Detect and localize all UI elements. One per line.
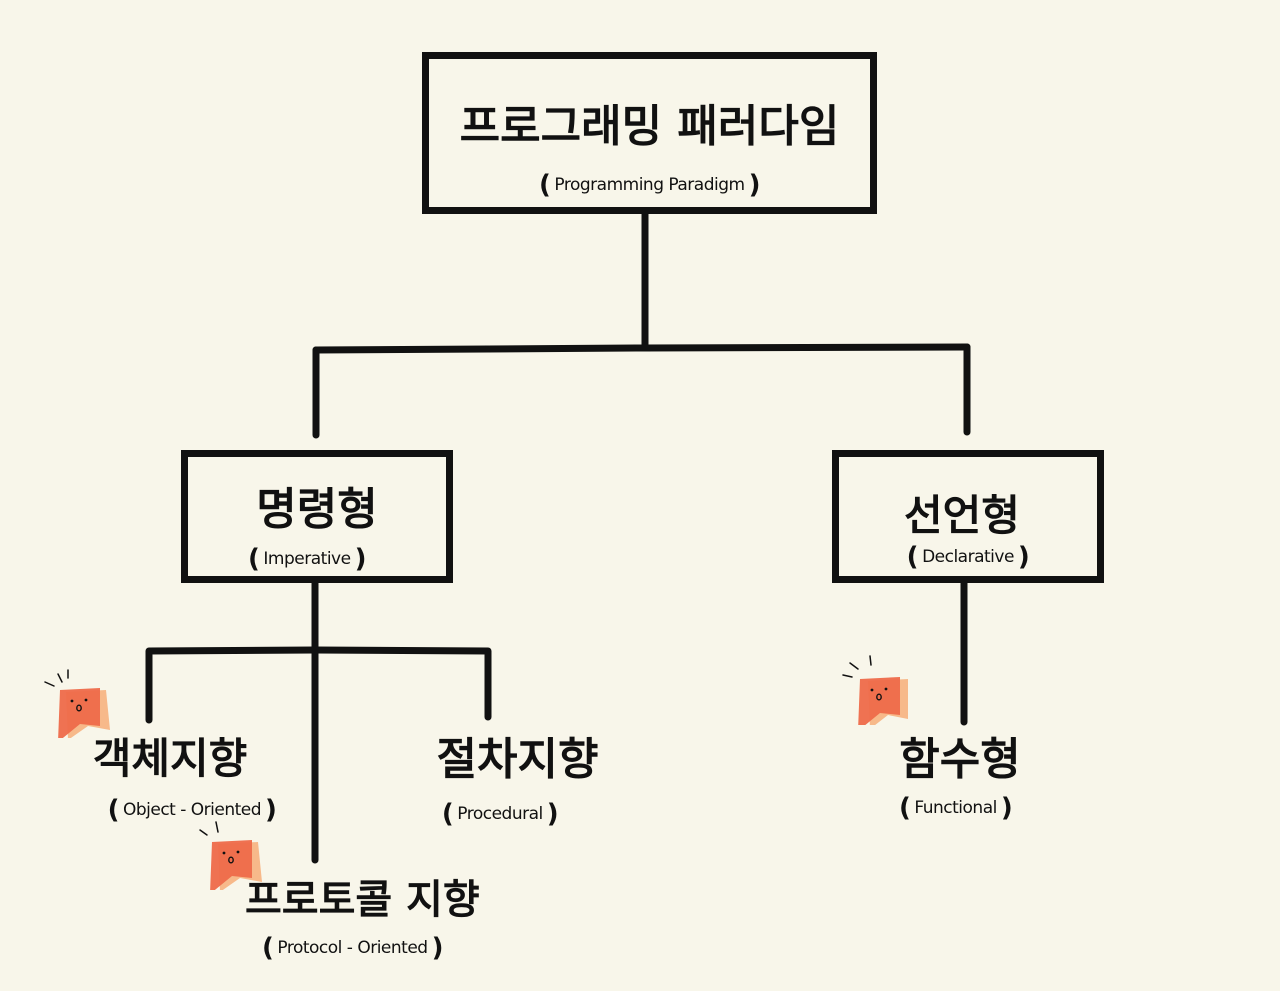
object-oriented-subtitle: (Object - Oriented) <box>107 795 277 825</box>
connector-imperative-split <box>145 646 492 724</box>
surprised-sticky-note-icon <box>842 655 908 725</box>
protocol-oriented-title: 프로토콜 지향 <box>245 877 480 923</box>
protocol-oriented-subtitle: (Protocol - Oriented) <box>262 933 444 963</box>
imperative-subtitle-text: Imperative <box>263 549 351 569</box>
root-title: 프로그래밍 패러다임 <box>459 101 840 152</box>
procedural-subtitle-text: Procedural <box>457 804 543 824</box>
declarative-title: 선언형 <box>904 491 1020 540</box>
functional-subtitle-text: Functional <box>914 798 997 818</box>
procedural-title: 절차지향 <box>436 734 599 785</box>
declarative-subtitle: (Declarative) <box>906 542 1030 572</box>
imperative-subtitle: (Imperative) <box>248 544 366 574</box>
imperative-title: 명령형 <box>256 484 378 535</box>
root-subtitle-text: Programming Paradigm <box>554 175 745 195</box>
surprised-sticky-note-icon <box>44 669 110 738</box>
procedural-subtitle: (Procedural) <box>441 799 559 829</box>
connector-root-split <box>312 343 971 354</box>
root-node <box>422 52 877 214</box>
object-oriented-subtitle-text: Object - Oriented <box>122 800 262 820</box>
protocol-oriented-subtitle-text: Protocol - Oriented <box>277 938 428 958</box>
functional-title: 함수형 <box>899 734 1021 785</box>
imperative-node <box>181 450 453 583</box>
surprised-sticky-note-icon <box>199 821 262 890</box>
declarative-subtitle-text: Declarative <box>922 547 1014 567</box>
root-subtitle: (Programming Paradigm) <box>539 170 760 200</box>
declarative-node <box>832 450 1104 583</box>
functional-subtitle: (Functional) <box>899 793 1013 823</box>
object-oriented-title: 객체지향 <box>92 734 248 783</box>
